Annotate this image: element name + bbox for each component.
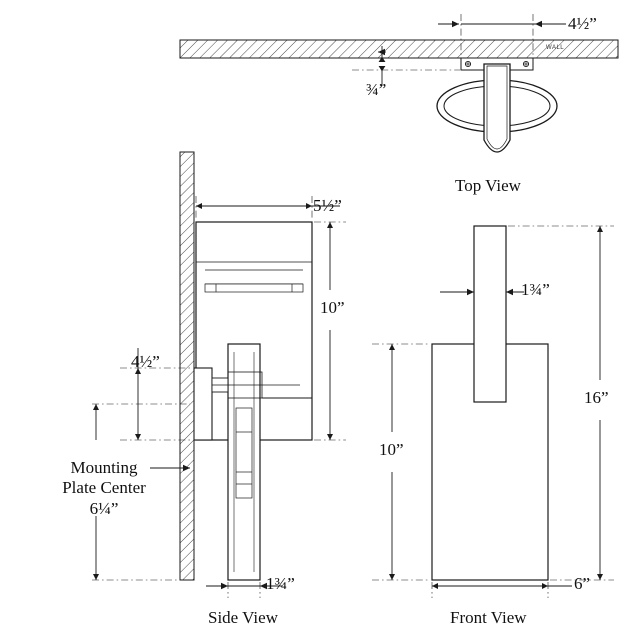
- side-view-depth-label: 5½”: [313, 196, 342, 215]
- top-view-width-label: 4½”: [568, 14, 597, 33]
- mounting-plate-center-value: 6¼”: [89, 498, 119, 518]
- front-view-shade-height-label: 10”: [379, 440, 404, 459]
- mounting-plate-center-line1: Mounting: [70, 458, 138, 477]
- top-view-offset-label: ¾”: [366, 80, 387, 99]
- top-view-group: [179, 14, 619, 153]
- mounting-plate-center-label: Mounting Plate Center 6¼”: [42, 458, 166, 519]
- mounting-plate-center-line2: Plate Center: [62, 478, 146, 498]
- side-view-body-depth-label: 1¾”: [266, 574, 295, 593]
- front-view-stem-width-label: 1¾”: [521, 280, 550, 299]
- wall-tag-label: WALL: [546, 45, 565, 51]
- side-view-title: Side View: [208, 608, 278, 627]
- side-view-shade-height-label: 10”: [320, 298, 345, 317]
- side-view-group: [92, 151, 346, 598]
- front-view-group: [372, 225, 614, 598]
- front-view-title: Front View: [450, 608, 527, 627]
- front-view-shade-width-label: 6”: [574, 574, 591, 593]
- top-view-title: Top View: [455, 176, 521, 195]
- front-view-overall-height-label: 16”: [584, 388, 609, 407]
- side-view-backplate-width-label: 4½”: [131, 352, 160, 371]
